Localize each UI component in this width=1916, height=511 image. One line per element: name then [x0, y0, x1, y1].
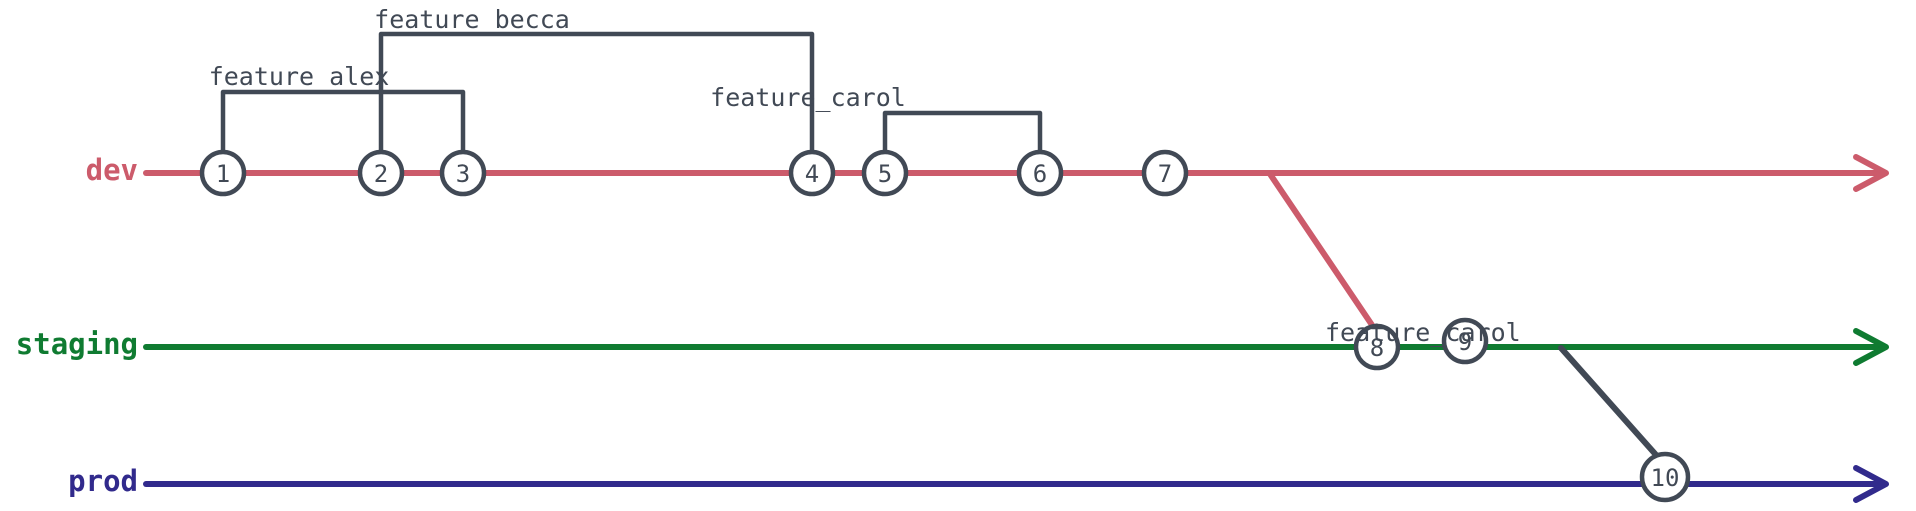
branch-label-prod[interactable]: prod — [68, 464, 138, 498]
commit-label-4: 4 — [805, 160, 819, 188]
commit-node-2[interactable]: 2 — [357, 149, 405, 197]
feature-carol-prod-label: feature_carol — [1325, 318, 1521, 347]
feature-carol-dev-bracket[interactable] — [882, 110, 1043, 155]
feature-alex-label: feature_alex — [209, 62, 390, 91]
branch-line-staging[interactable] — [143, 328, 1889, 366]
commit-label-10: 10 — [1651, 464, 1680, 492]
commit-circle-3 — [439, 149, 487, 197]
commit-nodes-group: 1 2 3 4 5 6 7 — [199, 149, 1691, 503]
commit-node-9[interactable]: 9 — [1441, 317, 1489, 365]
commit-label-8: 8 — [1370, 334, 1384, 362]
commit-label-5: 5 — [878, 160, 892, 188]
commit-label-7: 7 — [1158, 160, 1172, 188]
commit-label-9: 9 — [1458, 328, 1472, 356]
commit-circle-10 — [1639, 451, 1691, 503]
branch-labels-group: dev staging prod — [16, 153, 138, 498]
commit-node-10[interactable]: 10 — [1639, 451, 1691, 503]
branch-line-prod[interactable] — [143, 465, 1889, 503]
commit-circle-1 — [199, 149, 247, 197]
commit-circle-9 — [1441, 317, 1489, 365]
merge-edge-staging-to-prod — [1558, 345, 1668, 468]
commit-label-2: 2 — [374, 160, 388, 188]
branch-label-dev[interactable]: dev — [86, 153, 138, 187]
commit-node-3[interactable]: 3 — [439, 149, 487, 197]
commit-node-6[interactable]: 6 — [1016, 149, 1064, 197]
commit-circle-8 — [1353, 323, 1401, 371]
feature-carol-dev-label: feature_carol — [710, 83, 906, 112]
branch-label-staging[interactable]: staging — [16, 327, 138, 361]
feature-becca-bracket[interactable] — [378, 31, 815, 155]
commit-node-7[interactable]: 7 — [1141, 149, 1189, 197]
feature-alex-bracket[interactable] — [220, 89, 466, 155]
merge-edge-dev-to-staging — [1267, 171, 1375, 328]
staging-arrow-icon — [1853, 328, 1889, 366]
merge-edges-group — [1267, 171, 1668, 468]
branch-line-dev[interactable] — [143, 154, 1889, 192]
commit-label-1: 1 — [216, 160, 230, 188]
prod-arrow-icon — [1853, 465, 1889, 503]
branch-lines-group — [143, 154, 1889, 503]
commit-circle-6 — [1016, 149, 1064, 197]
feature-labels-group: feature_alex feature_becca feature_carol… — [209, 5, 1521, 347]
commit-node-1[interactable]: 1 — [199, 149, 247, 197]
commit-node-4[interactable]: 4 — [788, 149, 836, 197]
commit-circle-4 — [788, 149, 836, 197]
dev-arrow-icon — [1853, 154, 1889, 192]
commit-circle-2 — [357, 149, 405, 197]
commit-node-8[interactable]: 8 — [1353, 323, 1401, 371]
commit-circle-5 — [861, 149, 909, 197]
commit-circle-7 — [1141, 149, 1189, 197]
commit-label-6: 6 — [1033, 160, 1047, 188]
commit-label-3: 3 — [456, 160, 470, 188]
commit-node-5[interactable]: 5 — [861, 149, 909, 197]
feature-brackets-group — [220, 31, 1043, 155]
feature-becca-label: feature_becca — [374, 5, 570, 34]
